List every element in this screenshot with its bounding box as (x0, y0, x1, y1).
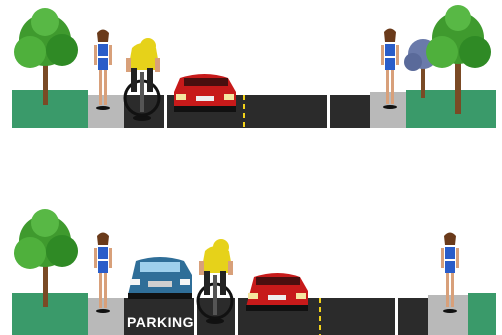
cyclist-top (125, 38, 160, 121)
street-section-bottom: PARKING (0, 195, 502, 335)
car-red-bottom (246, 273, 308, 311)
bike-lane-stripe (164, 95, 167, 128)
left-green-strip (12, 90, 88, 128)
street-section-bottom-drawing (0, 195, 502, 335)
right-lane-stripe (327, 95, 330, 128)
right-green-strip-bottom (468, 293, 496, 335)
bike-lane-stripe-bottom (235, 298, 238, 335)
street-section-top (0, 0, 502, 130)
street-section-top-drawing (0, 0, 502, 130)
parking-stripe (194, 298, 197, 335)
cyclist-bottom (198, 239, 233, 324)
tree-left-bottom (14, 209, 78, 307)
right-green-strip (406, 90, 496, 128)
car-red-top (174, 74, 236, 112)
car-blue-parked (128, 257, 192, 299)
parking-label: PARKING (127, 314, 194, 330)
left-green-strip-bottom (12, 293, 88, 335)
right-lane-stripe-bottom (395, 298, 398, 335)
